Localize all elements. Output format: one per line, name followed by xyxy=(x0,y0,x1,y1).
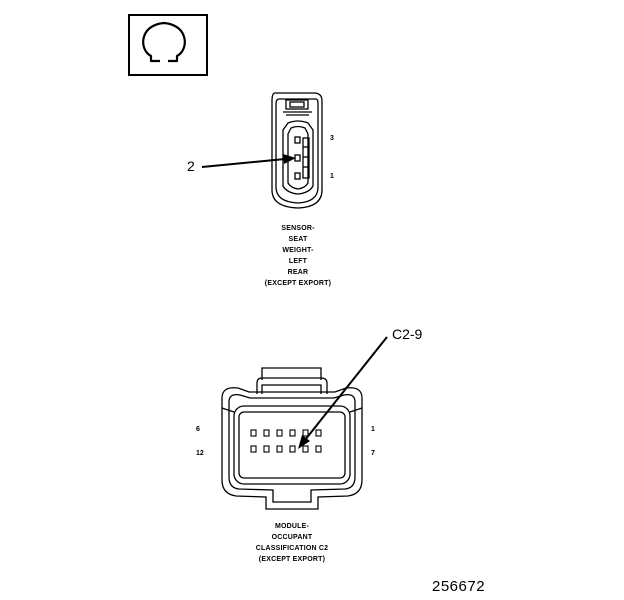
module-pin-label-bottom-left: 12 xyxy=(196,450,204,457)
sensor-pin-3 xyxy=(294,136,301,144)
module-callout-arrow xyxy=(298,336,388,449)
sensor-pin-label-bottom: 1 xyxy=(330,173,334,180)
sensor-pin-label-top: 3 xyxy=(330,135,334,142)
sensor-caption: SENSOR- SEAT WEIGHT- LEFT REAR (EXCEPT E… xyxy=(248,223,348,289)
module-callout-label: C2-9 xyxy=(392,326,423,342)
sensor-caption-line: REAR xyxy=(287,269,309,276)
sensor-caption-line: (EXCEPT EXPORT) xyxy=(264,280,332,287)
figure-number: 256672 xyxy=(432,578,486,595)
ohm-icon xyxy=(128,14,208,76)
sensor-caption-line: WEIGHT- xyxy=(282,247,314,254)
sensor-caption-line: SENSOR- xyxy=(281,225,315,232)
module-pin-row-top xyxy=(250,429,322,437)
sensor-callout-arrow xyxy=(201,154,296,168)
sensor-callout-label: 2 xyxy=(187,158,195,174)
module-connector xyxy=(221,367,363,510)
module-caption-line: (EXCEPT EXPORT) xyxy=(258,556,326,563)
sensor-pin-1 xyxy=(294,172,301,180)
module-pin-label-bottom-right: 7 xyxy=(371,450,375,457)
module-pin-label-top-left: 6 xyxy=(196,426,200,433)
module-caption-line: CLASSIFICATION C2 xyxy=(255,545,329,552)
module-caption: MODULE- OCCUPANT CLASSIFICATION C2 (EXCE… xyxy=(234,521,350,565)
sensor-caption-line: LEFT xyxy=(288,258,308,265)
module-pin-label-top-right: 1 xyxy=(371,426,375,433)
sensor-caption-line: SEAT xyxy=(288,236,308,243)
sensor-connector xyxy=(271,92,323,209)
module-caption-line: OCCUPANT xyxy=(271,534,313,541)
module-caption-line: MODULE- xyxy=(274,523,310,530)
module-pin-row-bottom xyxy=(250,445,322,453)
